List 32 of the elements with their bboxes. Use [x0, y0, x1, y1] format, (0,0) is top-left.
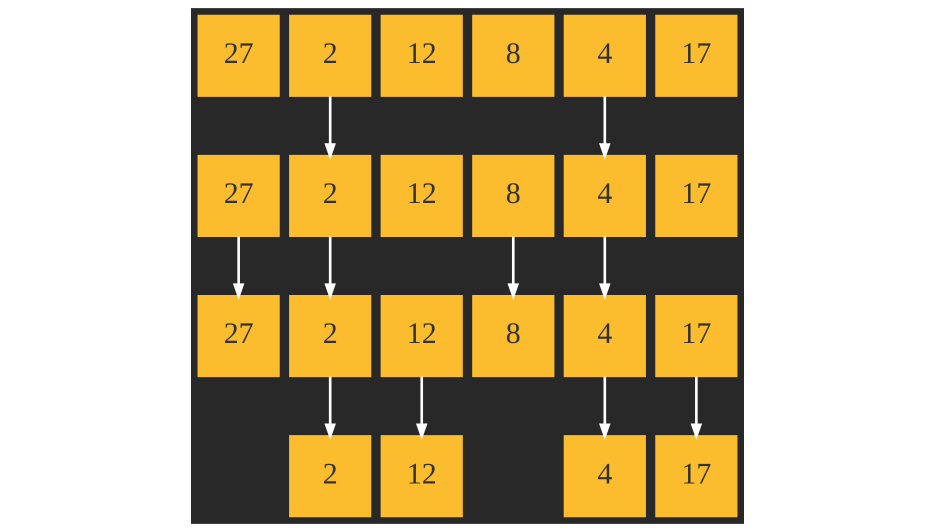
node-box: 12: [380, 14, 463, 97]
node-box: 27: [198, 14, 280, 97]
arrow: [508, 236, 520, 300]
arrow: [690, 376, 702, 440]
arrow: [324, 96, 336, 160]
arrow: [416, 376, 428, 440]
node-box: 4: [564, 435, 646, 518]
node-box: 12: [380, 435, 463, 518]
node-box: 17: [655, 14, 738, 97]
node-box: 4: [564, 14, 646, 97]
node-box: 17: [655, 294, 738, 378]
arrow: [599, 236, 611, 300]
node-box: 12: [380, 154, 463, 238]
arrow: [599, 376, 611, 440]
node-box: 2: [289, 435, 372, 518]
node-box: 8: [472, 154, 554, 238]
node-box: 2: [289, 294, 372, 378]
node-box: 12: [380, 294, 463, 378]
node-box: 8: [472, 14, 554, 97]
node-box: 27: [198, 154, 280, 238]
node-box: 8: [472, 294, 554, 378]
arrow: [599, 96, 611, 160]
node-box: 4: [564, 154, 646, 238]
node-box: 17: [655, 435, 738, 518]
node-box: 17: [655, 154, 738, 238]
node-box: 27: [198, 294, 280, 378]
arrow: [324, 376, 336, 440]
arrow: [232, 236, 244, 300]
node-box: 2: [289, 154, 372, 238]
node-box: 4: [564, 294, 646, 378]
arrow: [324, 236, 336, 300]
node-box: 2: [289, 14, 372, 97]
